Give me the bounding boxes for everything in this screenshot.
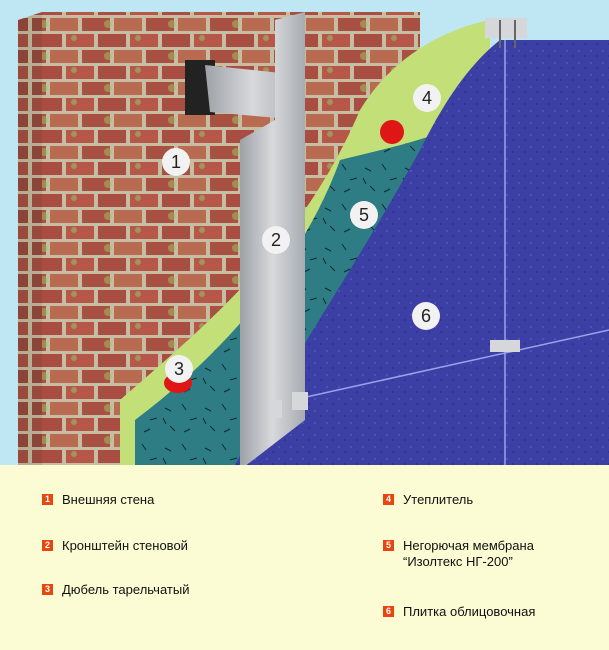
svg-text:2: 2 — [271, 230, 281, 250]
marker-2: 2 — [262, 226, 290, 254]
legend-label: Негорючая мембрана — [403, 538, 534, 553]
cladding-layer — [235, 40, 609, 465]
svg-text:5: 5 — [359, 205, 369, 225]
svg-text:1: 1 — [171, 152, 181, 172]
tile-joint-horizontal — [269, 329, 609, 406]
legend-item-3: 3 Дюбель тарельчатый — [42, 582, 189, 598]
legend-label: Внешняя стена — [62, 492, 155, 507]
legend-item-5: 5 Негорючая мембрана “Изолтекс НГ-200” — [383, 538, 534, 570]
tile-clip-lower — [292, 392, 308, 410]
legend-badge: 1 — [42, 494, 53, 505]
svg-text:6: 6 — [421, 306, 431, 326]
top-clip — [485, 18, 527, 38]
legend: 1 Внешняя стена 2 Кронштейн стеновой 3 Д… — [0, 465, 609, 650]
marker-1: 1 — [162, 148, 190, 176]
legend-badge: 2 — [42, 540, 53, 551]
legend-badge: 3 — [42, 584, 53, 595]
marker-4: 4 — [413, 84, 441, 112]
legend-item-4: 4 Утеплитель — [383, 492, 473, 508]
legend-item-6: 6 Плитка облицовочная — [383, 604, 535, 620]
wall-layers-illustration: 1 2 3 4 5 6 — [18, 12, 609, 465]
marker-5: 5 — [350, 201, 378, 229]
wall-side — [18, 12, 42, 465]
legend-item-1: 1 Внешняя стена — [42, 492, 154, 508]
legend-label: Кронштейн стеновой — [62, 538, 188, 553]
tile-clip — [490, 340, 520, 352]
dowel-top — [380, 120, 404, 144]
svg-text:3: 3 — [174, 359, 184, 379]
legend-badge: 6 — [383, 606, 394, 617]
marker-6: 6 — [412, 302, 440, 330]
legend-label-line-2: “Изолтекс НГ-200” — [403, 554, 513, 569]
legend-label: Утеплитель — [403, 492, 474, 507]
marker-3: 3 — [165, 355, 193, 383]
svg-text:4: 4 — [422, 88, 432, 108]
legend-item-2: 2 Кронштейн стеновой — [42, 538, 188, 554]
legend-badge: 5 — [383, 540, 394, 551]
legend-label: Дюбель тарельчатый — [62, 582, 190, 597]
legend-label: Плитка облицовочная — [403, 604, 536, 619]
legend-badge: 4 — [383, 494, 394, 505]
